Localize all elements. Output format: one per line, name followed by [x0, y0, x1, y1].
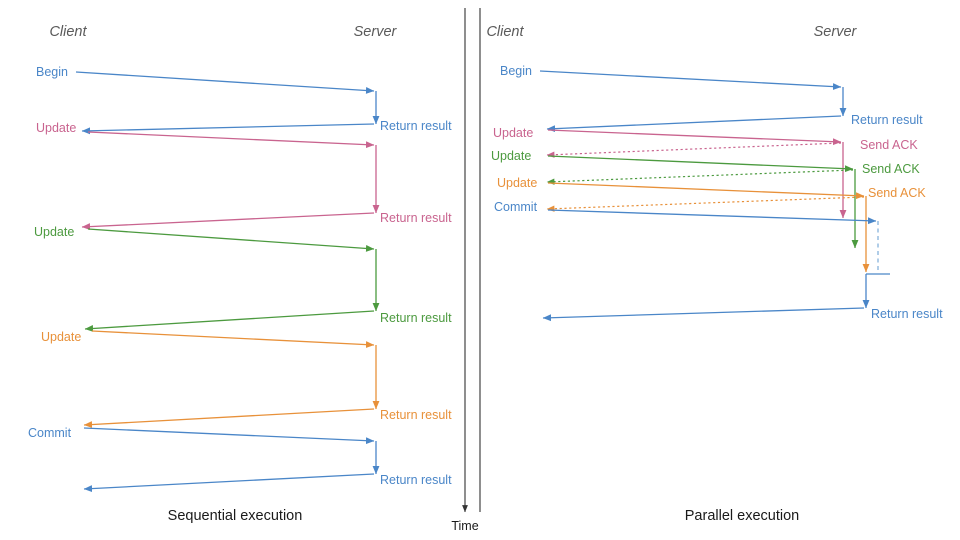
panel-caption: Parallel execution: [685, 508, 799, 524]
request-arrow: [75, 71, 375, 94]
request-arrow: [87, 228, 375, 252]
message-label: Send ACK: [868, 186, 926, 200]
request-arrow: [547, 182, 865, 200]
message-label: Return result: [380, 119, 452, 133]
message-label: Send ACK: [862, 162, 920, 176]
request-arrow: [539, 70, 842, 91]
message-label: Update: [493, 126, 533, 140]
response-arrow: [81, 123, 375, 135]
request-arrow: [83, 427, 375, 445]
response-arrow: [81, 212, 375, 231]
message-label: Update: [497, 176, 537, 190]
message-label: Update: [41, 330, 81, 344]
response-arrow: [546, 196, 865, 212]
message-label: Begin: [500, 64, 532, 78]
message-label: Return result: [380, 473, 452, 487]
request-arrow: [91, 330, 375, 349]
message-label: Return result: [871, 307, 943, 321]
lane-header-server: Server: [814, 24, 858, 40]
message-label: Send ACK: [860, 138, 918, 152]
response-arrow: [83, 473, 375, 493]
response-arrow: [546, 115, 842, 133]
lane-header-server: Server: [354, 24, 398, 40]
message-label: Update: [34, 225, 74, 239]
lane-header-client: Client: [49, 24, 87, 40]
message-label: Update: [491, 149, 531, 163]
lane-header-client: Client: [486, 24, 524, 40]
message-label: Return result: [851, 113, 923, 127]
request-arrow: [547, 129, 842, 146]
message-label: Commit: [28, 426, 72, 440]
response-arrow: [542, 307, 865, 322]
response-arrow: [546, 169, 854, 185]
response-arrow: [84, 310, 375, 332]
panel-caption: Sequential execution: [168, 508, 303, 524]
message-label: Return result: [380, 311, 452, 325]
request-arrow: [547, 155, 854, 173]
request-arrow: [547, 209, 877, 225]
request-arrow: [87, 131, 375, 149]
time-axis-label: Time: [451, 519, 478, 533]
message-label: Return result: [380, 211, 452, 225]
message-label: Update: [36, 121, 76, 135]
message-label: Begin: [36, 65, 68, 79]
response-arrow: [83, 408, 375, 428]
message-label: Commit: [494, 200, 538, 214]
message-label: Return result: [380, 408, 452, 422]
response-arrow: [546, 142, 842, 158]
